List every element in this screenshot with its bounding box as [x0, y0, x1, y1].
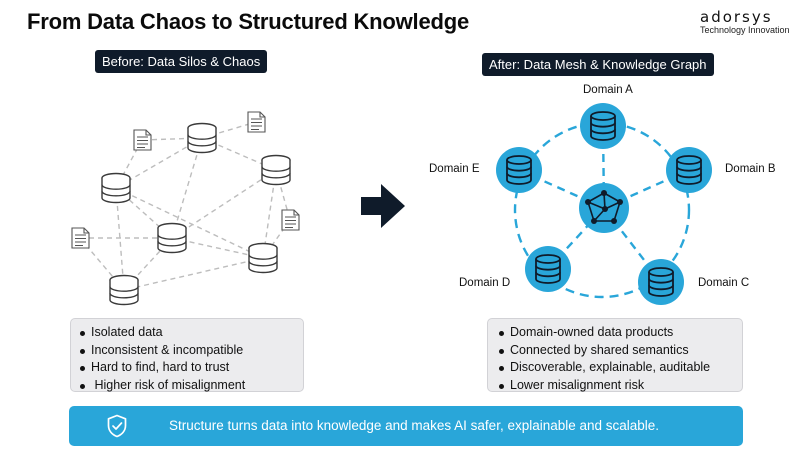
document-icon: [281, 209, 300, 231]
document-icon: [247, 111, 266, 133]
transition-arrow-icon: [361, 184, 405, 228]
domain-e-node: [496, 147, 542, 193]
page-title: From Data Chaos to Structured Knowledge: [27, 9, 470, 34]
list-item: Discoverable, explainable, auditable: [498, 359, 742, 377]
list-item: Hard to find, hard to trust: [79, 359, 303, 377]
list-item: Domain-owned data products: [498, 324, 742, 342]
list-item: Inconsistent & incompatible: [79, 342, 303, 360]
domain-d-node: [525, 246, 571, 292]
shield-check-icon: [107, 414, 127, 438]
domain-d-label: Domain D: [459, 277, 511, 289]
knowledge-graph-hub-icon: [579, 183, 629, 233]
domain-a-label: Domain A: [583, 84, 633, 96]
conclusion-banner: Structure turns data into knowledge and …: [69, 406, 743, 446]
database-icon: [261, 154, 291, 186]
document-icon: [71, 227, 90, 249]
list-item: Isolated data: [79, 324, 303, 342]
logo-tagline: Technology Innovation: [700, 25, 790, 35]
domain-a-node: [580, 103, 626, 149]
domain-b-label: Domain B: [725, 163, 776, 175]
after-bullet-list: Domain-owned data products Connected by …: [498, 324, 742, 394]
domain-c-label: Domain C: [698, 277, 750, 289]
brand-logo: adorsys Technology Innovation: [700, 8, 800, 35]
database-icon: [187, 122, 217, 154]
database-icon: [248, 242, 278, 274]
database-icon: [109, 274, 139, 306]
after-label: After: Data Mesh & Knowledge Graph: [482, 53, 714, 76]
after-summary-panel: Domain-owned data products Connected by …: [487, 318, 743, 392]
domain-e-label: Domain E: [429, 163, 480, 175]
before-label: Before: Data Silos & Chaos: [95, 50, 268, 73]
list-item: Higher risk of misalignment: [79, 377, 303, 395]
before-summary-panel: Isolated data Inconsistent & incompatibl…: [70, 318, 304, 392]
list-item: Lower misalignment risk: [498, 377, 742, 395]
document-icon: [133, 129, 152, 151]
before-bullet-list: Isolated data Inconsistent & incompatibl…: [79, 324, 303, 394]
logo-wordmark: adorsys: [700, 8, 773, 26]
domain-c-node: [638, 259, 684, 305]
database-icon: [157, 222, 187, 254]
domain-b-node: [666, 147, 712, 193]
list-item: Connected by shared semantics: [498, 342, 742, 360]
database-icon: [101, 172, 131, 204]
conclusion-text: Structure turns data into knowledge and …: [169, 418, 660, 433]
